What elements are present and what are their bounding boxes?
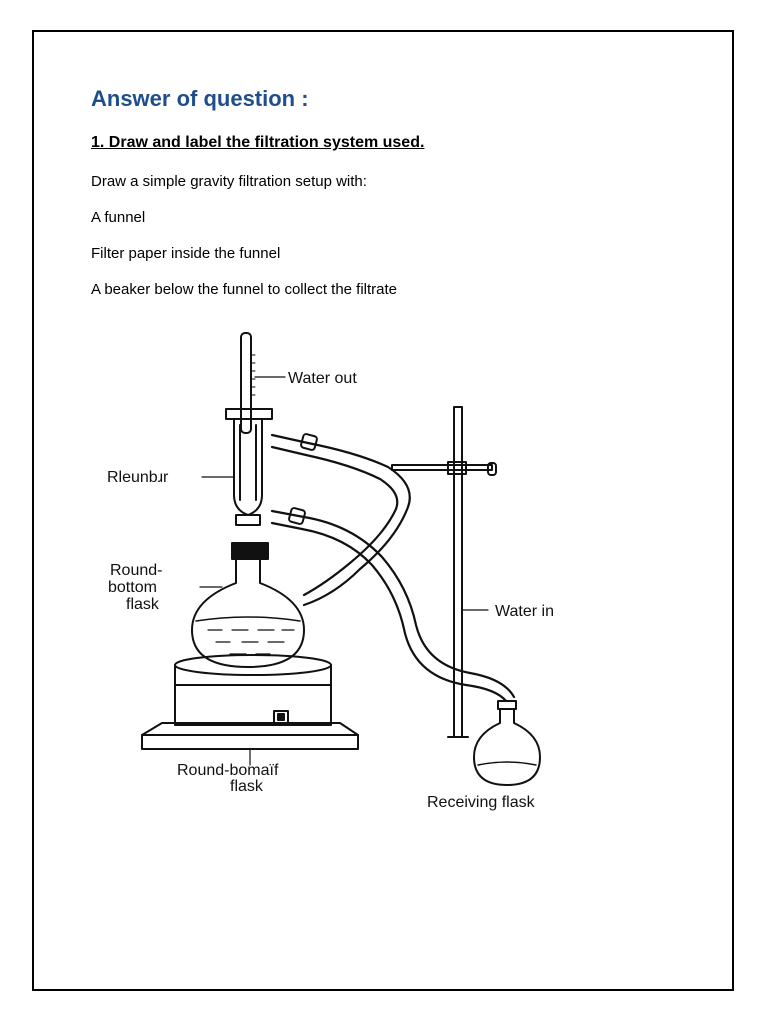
label-round-bottom-3: flask [126,596,160,613]
diagram-labels: Water out Rleunbɹr Round- bottom flask W… [107,370,554,811]
instruction-intro: Draw a simple gravity filtration setup w… [91,173,367,190]
distillation-apparatus-diagram: Water out Rleunbɹr Round- bottom flask W… [107,332,554,811]
thermometer [240,332,256,434]
receiving-flask [473,700,541,786]
retort-stand [391,406,497,738]
question-title: 1. Draw and label the filtration system … [91,134,425,151]
base-plate [141,722,359,750]
instruction-beaker: A beaker below the funnel to collect the… [91,281,398,298]
instruction-funnel: A funnel [91,209,146,226]
heating-mantle [174,654,332,726]
page-border [32,30,734,991]
label-condenser: Rleunbɹr [107,469,169,486]
instruction-filter-paper: Filter paper inside the funnel [91,245,281,262]
label-receiving-flask: Receiving flask [427,794,536,811]
label-water-out: Water out [288,370,357,387]
label-leaders [199,376,489,766]
label-round-bottom-1: Round- [110,562,162,579]
round-bottom-flask [191,558,305,668]
label-water-in: Water in [495,603,554,620]
water-out-tube [270,433,411,607]
label-heater-1: Round-bomaïf [177,762,279,779]
label-round-bottom-2: bottom [108,579,157,596]
rubber-stopper [231,542,269,560]
condenser-column [225,408,273,526]
water-in-tube [270,509,516,699]
label-heater-2: flask [230,778,264,795]
answer-heading: Answer of question : [91,86,309,111]
